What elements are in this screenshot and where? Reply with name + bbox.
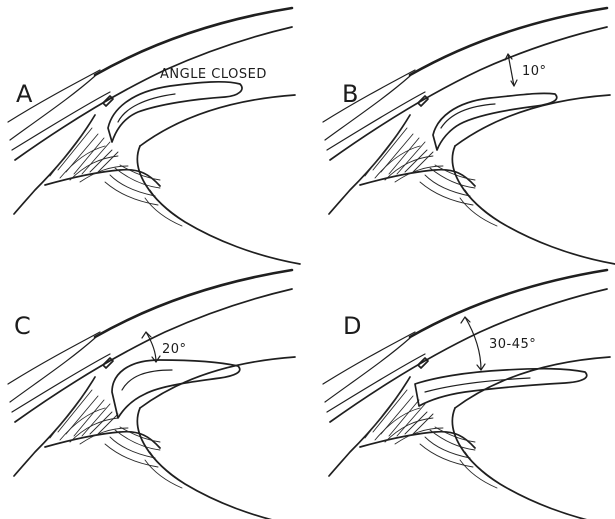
eye-anatomy-c bbox=[8, 270, 300, 519]
eye-anatomy-d bbox=[323, 270, 615, 519]
panel-letter-b: B bbox=[342, 80, 358, 108]
angle-label-c: 20° bbox=[162, 342, 187, 357]
eye-anatomy-b bbox=[323, 8, 615, 264]
panel-d: D 30-45° bbox=[323, 270, 615, 519]
panel-c: C 20° bbox=[8, 270, 300, 519]
angle-label-b: 10° bbox=[522, 64, 547, 79]
angle-label-a: ANGLE CLOSED bbox=[160, 67, 267, 82]
iris-d bbox=[415, 369, 587, 406]
panel-letter-c: C bbox=[14, 312, 31, 340]
angle-arc-d bbox=[465, 317, 481, 370]
angle-arrows-d bbox=[461, 317, 485, 370]
panel-a: A ANGLE CLOSED bbox=[8, 8, 300, 264]
panel-letter-d: D bbox=[343, 312, 361, 340]
panel-letter-a: A bbox=[16, 80, 33, 108]
panel-b: B 10° bbox=[323, 8, 615, 264]
eye-anatomy-a bbox=[8, 8, 300, 264]
iris-a bbox=[108, 82, 242, 142]
angle-label-d: 30-45° bbox=[489, 337, 536, 352]
